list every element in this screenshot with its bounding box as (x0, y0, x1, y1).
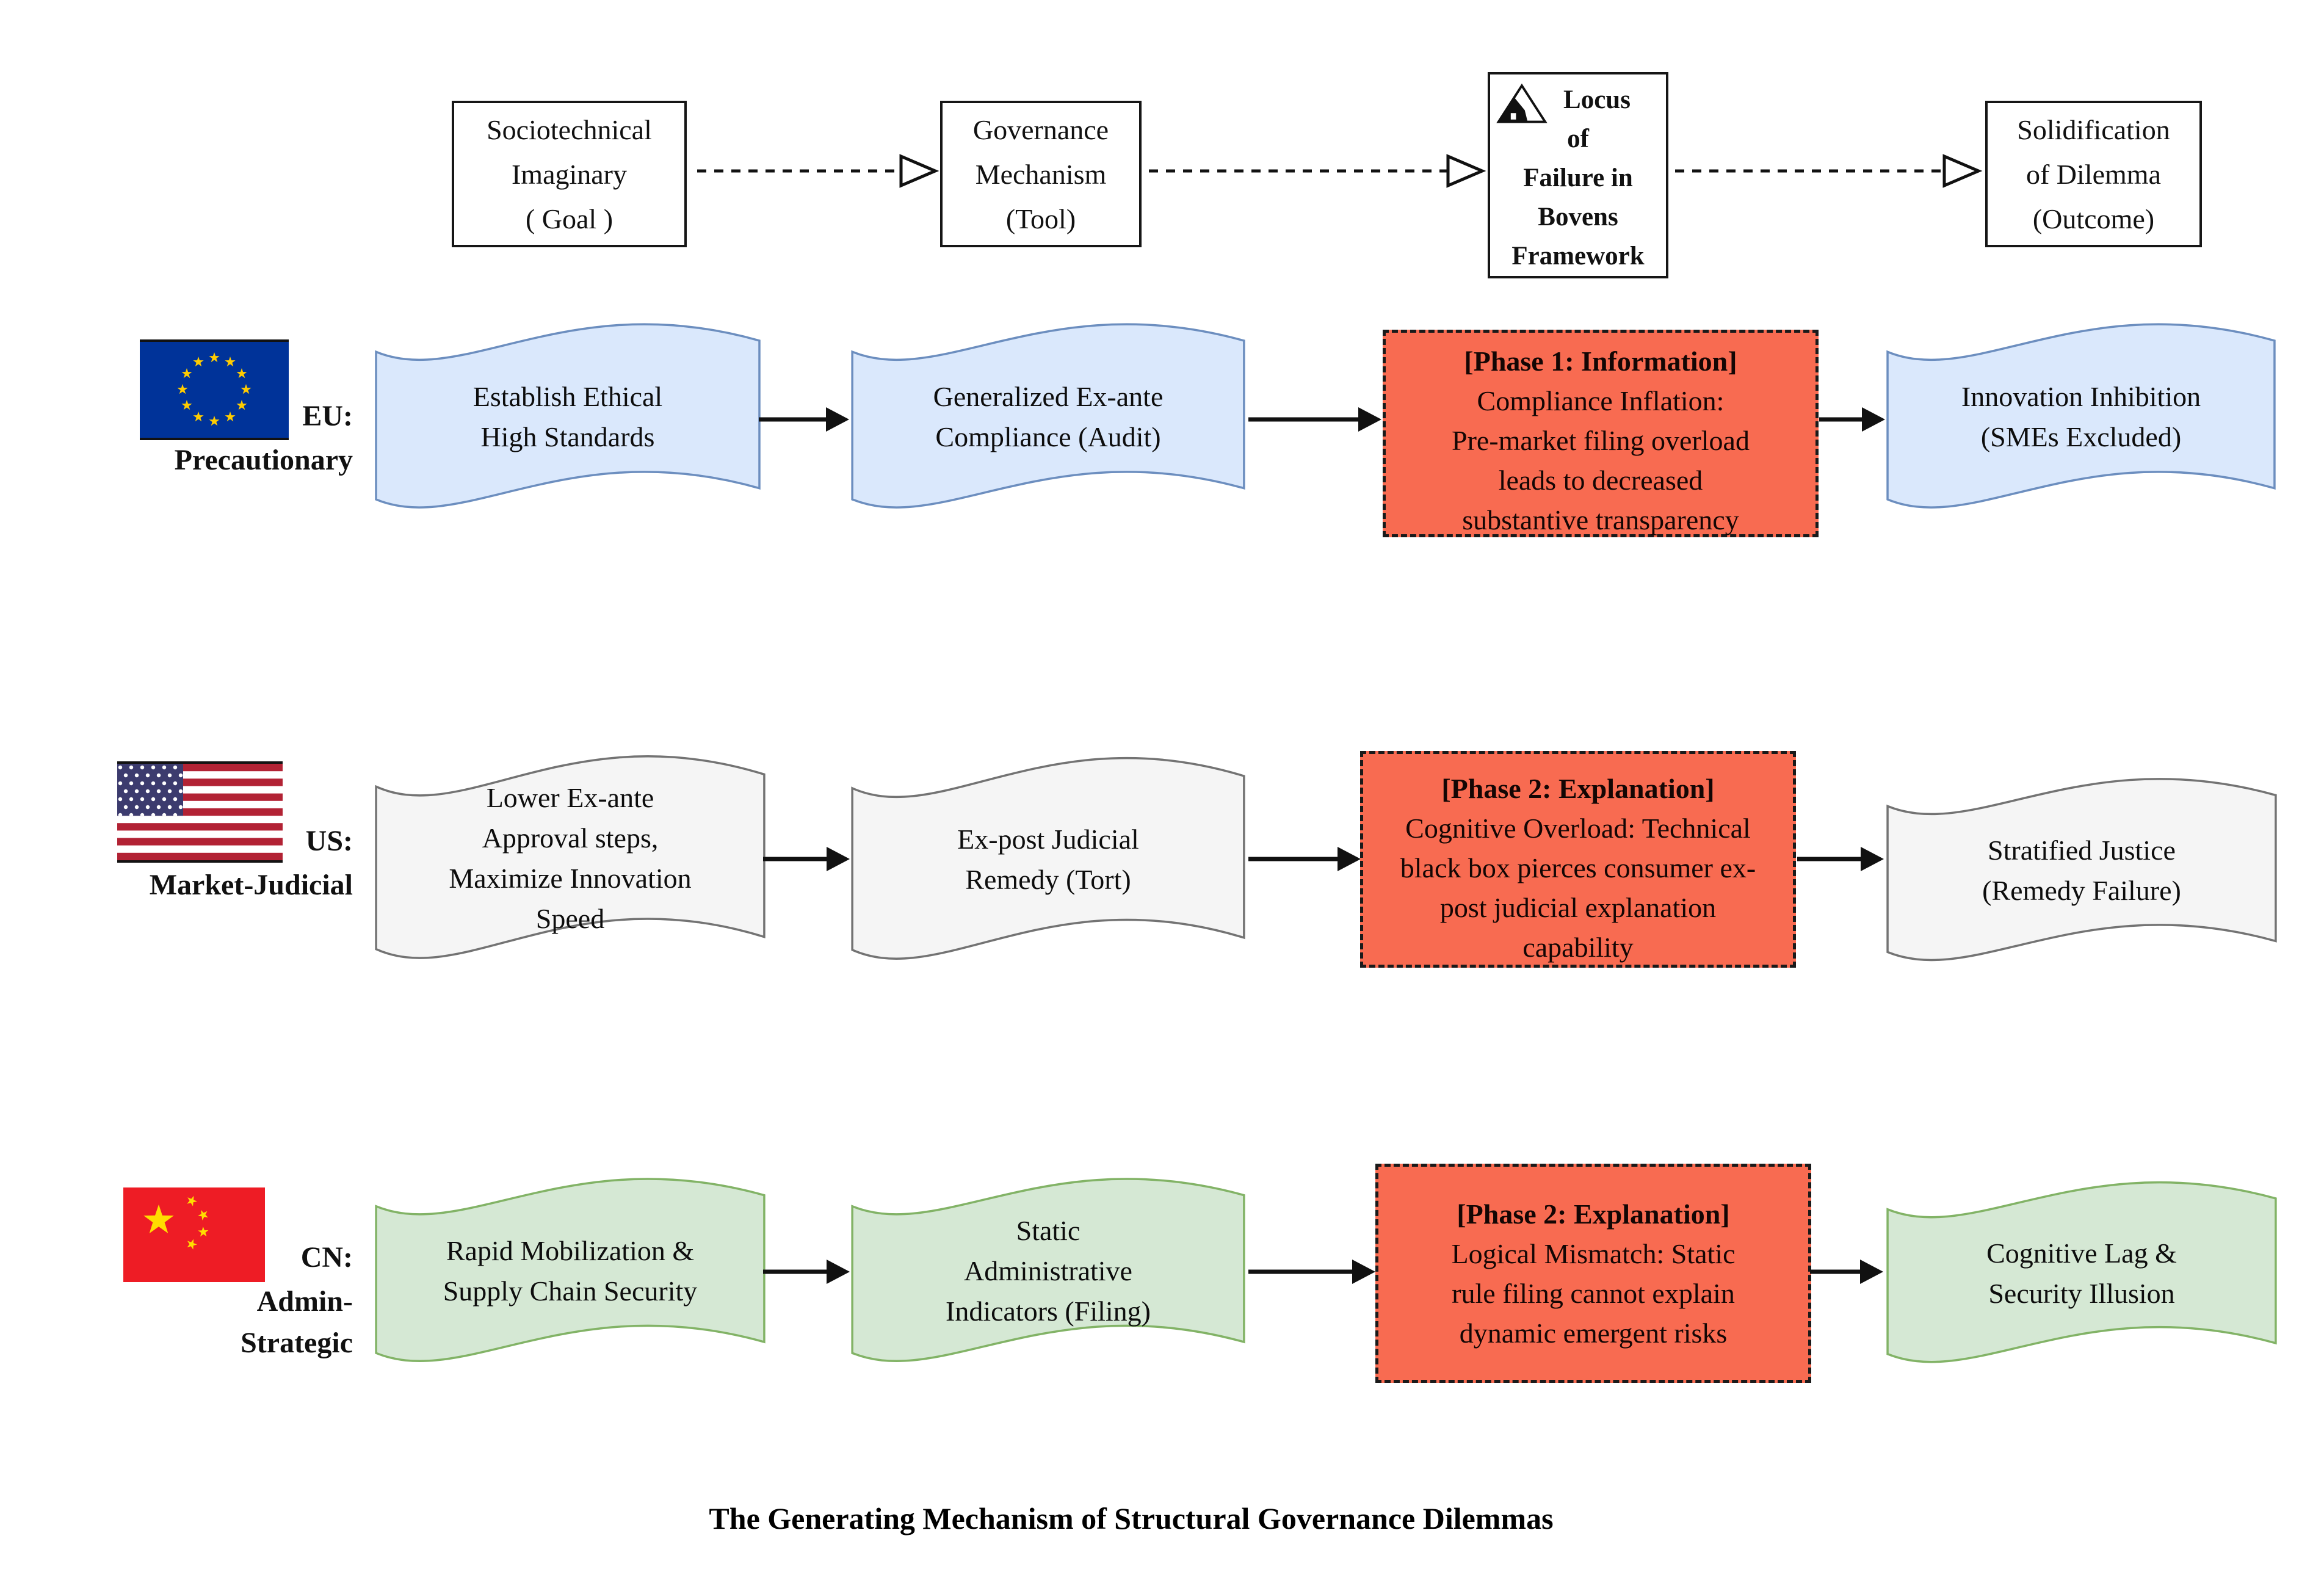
cn-failure-box: [Phase 2: Explanation] Logical Mismatch:… (1375, 1164, 1811, 1383)
dashed-arrow-tool-to-failure (1149, 154, 1486, 188)
us-failure-body: Cognitive Overload: Technical black box … (1400, 813, 1756, 963)
cn-outcome-text: Cognitive Lag & Security Illusion (1986, 1237, 2177, 1309)
eu-flag (140, 339, 289, 440)
us-failure-title: [Phase 2: Explanation] (1441, 773, 1715, 804)
us-tool-text: Ex-post Judicial Remedy (Tort) (957, 824, 1139, 895)
header-failure-lines: of Failure in Bovens Framework (1511, 125, 1645, 270)
cn-arrow-failure-outcome (1810, 1260, 1883, 1284)
eu-goal-text: Establish Ethical High Standards (472, 381, 663, 452)
cn-tool-text: Static Administrative Indicators (Filing… (946, 1215, 1151, 1327)
eu-failure-box: [Phase 1: Information] Compliance Inflat… (1383, 330, 1819, 537)
cn-flag (123, 1187, 265, 1282)
header-box-failure-locus: Locus of Failure in Bovens Framework (1488, 72, 1668, 278)
eu-arrow-tool-failure (1248, 407, 1381, 432)
row-label-eu-sub: Precautionary (174, 444, 353, 476)
us-arrow-failure-outcome (1797, 847, 1884, 871)
dashed-arrow-failure-to-outcome (1675, 154, 1983, 188)
header-failure-line1: Locus (1563, 85, 1631, 114)
eu-outcome-wave-shape (1884, 308, 2278, 526)
cn-goal-text: Rapid Mobilization & Supply Chain Securi… (443, 1235, 698, 1307)
us-failure-box: [Phase 2: Explanation] Cognitive Overloa… (1360, 751, 1796, 968)
cn-outcome-wave-shape (1884, 1167, 2279, 1380)
figure-caption: The Generating Mechanism of Structural G… (709, 1501, 1554, 1535)
cn-tool-wave-shape (849, 1163, 1248, 1379)
us-goal-wave-shape (372, 739, 768, 978)
cn-failure-body: Logical Mismatch: Static rule filing can… (1451, 1238, 1736, 1349)
eu-failure-title: [Phase 1: Information] (1464, 346, 1737, 377)
us-outcome-wave-shape (1884, 763, 2279, 978)
row-label-cn-sub: Admin- Strategic (241, 1285, 353, 1359)
header-box-outcome: Solidification of Dilemma (Outcome) (1985, 101, 2202, 247)
cn-failure-title: [Phase 2: Explanation] (1457, 1198, 1730, 1230)
eu-arrow-failure-outcome (1819, 407, 1885, 432)
eu-outcome-text: Innovation Inhibition (SMEs Excluded) (1961, 381, 2201, 452)
row-label-cn: CN: (300, 1241, 353, 1274)
us-arrow-goal-tool (763, 847, 850, 871)
header-box-goal: Sociotechnical Imaginary ( Goal ) (452, 101, 687, 247)
header-box-tool: Governance Mechanism (Tool) (940, 101, 1142, 247)
eu-failure-body: Compliance Inflation: Pre-market filing … (1452, 385, 1750, 535)
cn-arrow-goal-tool (763, 1260, 850, 1284)
eu-arrow-goal-tool (759, 407, 849, 432)
cn-arrow-tool-failure (1248, 1260, 1375, 1284)
dashed-arrow-goal-to-tool (697, 154, 939, 188)
cn-goal-wave-shape (372, 1163, 768, 1379)
row-label-us: US: (305, 825, 353, 857)
eu-tool-text: Generalized Ex-ante Compliance (Audit) (933, 381, 1164, 452)
row-label-us-sub: Market-Judicial (149, 869, 353, 901)
us-flag (117, 761, 283, 863)
eu-goal-wave-shape (372, 308, 763, 526)
eu-tool-wave-shape (849, 308, 1248, 526)
us-goal-text: Lower Ex-ante Approval steps, Maximize I… (449, 782, 692, 934)
us-arrow-tool-failure (1248, 847, 1361, 871)
us-outcome-text: Stratified Justice (Remedy Failure) (1982, 835, 2181, 906)
warning-triangle-icon (1496, 83, 1548, 123)
us-tool-wave-shape (849, 741, 1248, 979)
row-label-eu: EU: (302, 400, 353, 432)
